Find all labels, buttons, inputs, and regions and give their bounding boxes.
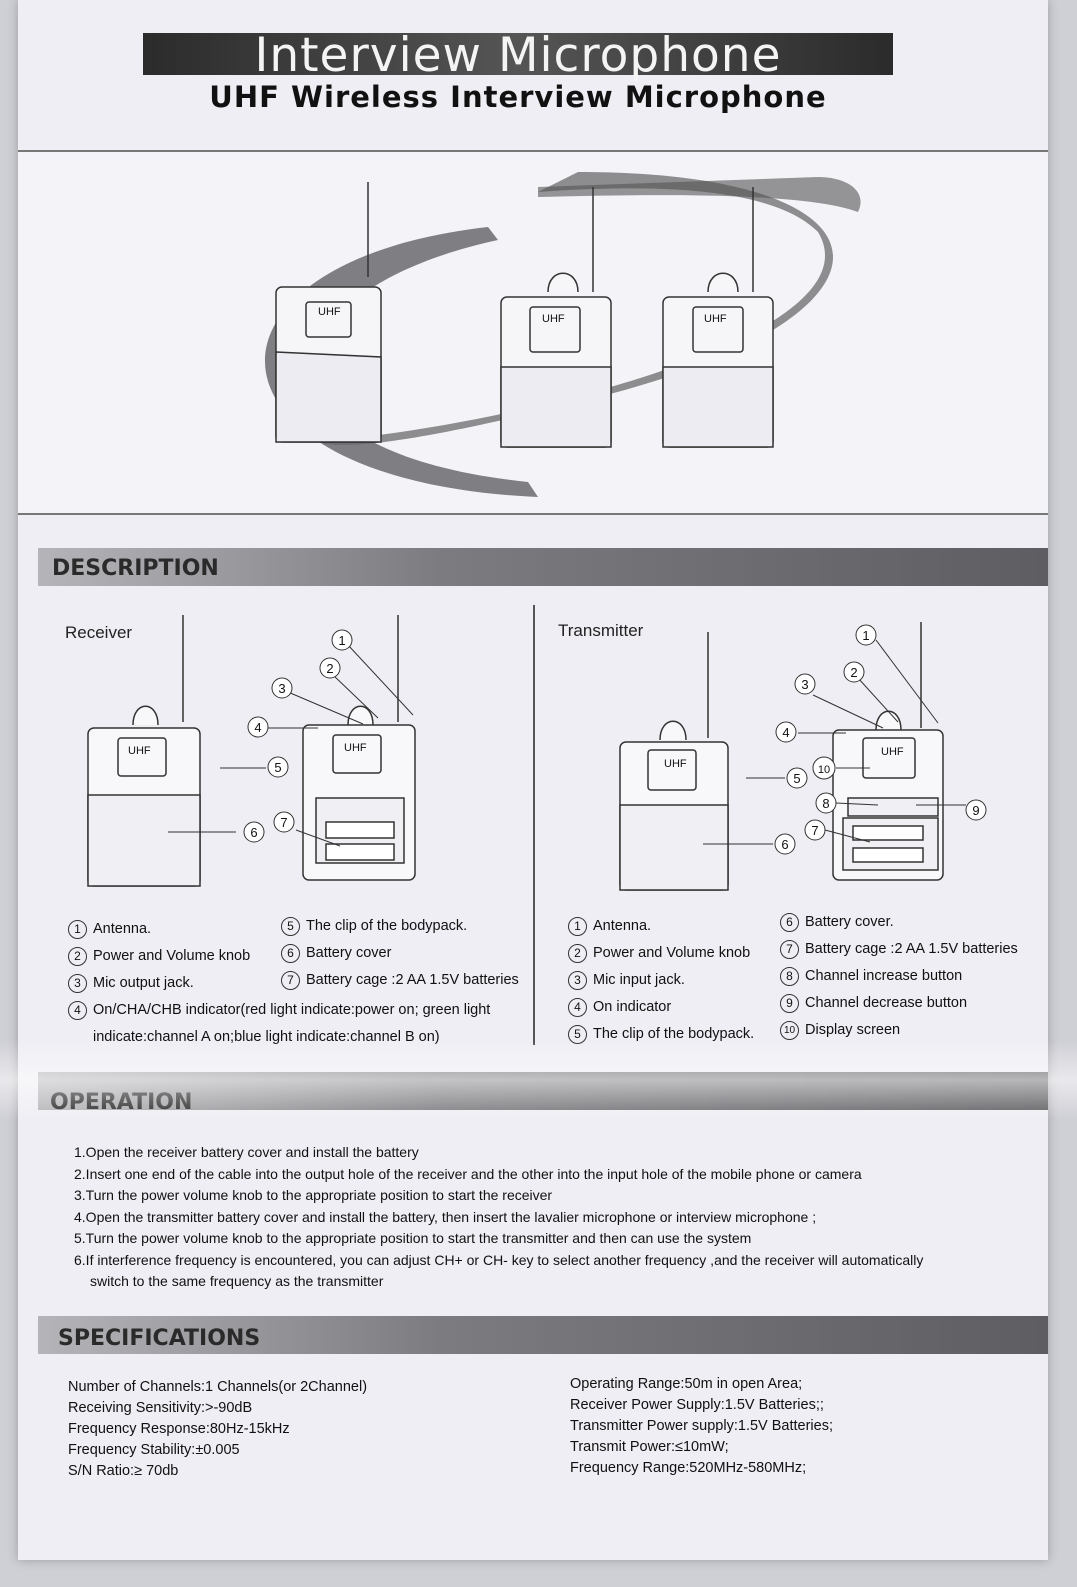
receiver-callout-2: 2 bbox=[326, 661, 333, 676]
operation-step: 3.Turn the power volume knob to the appr… bbox=[74, 1187, 553, 1203]
description-divider bbox=[533, 605, 535, 1045]
hero-device-1-label: UHF bbox=[318, 306, 341, 318]
transmitter-callout-5: 5 bbox=[793, 771, 800, 786]
operation-step: 1.Open the receiver battery cover and in… bbox=[74, 1144, 419, 1160]
transmitter-callout-1: 1 bbox=[862, 628, 869, 643]
transmitter-front-uhf: UHF bbox=[664, 758, 687, 770]
transmitter-callout-6: 6 bbox=[781, 837, 788, 852]
description-section-bar bbox=[38, 548, 1048, 586]
spec-item: Number of Channels:1 Channels(or 2Channe… bbox=[68, 1379, 368, 1395]
operation-heading: OPERATION bbox=[50, 1090, 193, 1115]
operation-step: 5.Turn the power volume knob to the appr… bbox=[74, 1230, 752, 1246]
receiver-callout-7: 7 bbox=[280, 815, 287, 830]
spec-item: Operating Range:50m in open Area; bbox=[570, 1376, 803, 1392]
description-heading: DESCRIPTION bbox=[52, 556, 219, 581]
transmitter-callout-4: 4 bbox=[782, 725, 789, 740]
receiver-callout-4: 4 bbox=[254, 720, 261, 735]
spec-item: Receiver Power Supply:1.5V Batteries;; bbox=[570, 1397, 824, 1413]
spec-item: Transmit Power:≤10mW; bbox=[570, 1439, 729, 1455]
hero-device-2-label: UHF bbox=[542, 313, 565, 325]
specifications-section-bar bbox=[38, 1316, 1048, 1354]
transmitter-label: Transmitter bbox=[558, 621, 644, 640]
receiver-label: Receiver bbox=[65, 623, 133, 642]
spec-item: Frequency Range:520MHz-580MHz; bbox=[570, 1460, 807, 1476]
transmitter-callout-9: 9 bbox=[972, 803, 979, 818]
transmitter-diagram: UHF UHF 1 2 3 4 5 6 7 8 9 10 bbox=[619, 622, 987, 891]
receiver-callout-3: 3 bbox=[278, 681, 285, 696]
receiver-callout-5: 5 bbox=[274, 760, 281, 775]
spec-item: Frequency Stability:±0.005 bbox=[68, 1442, 240, 1458]
operation-steps: 1.Open the receiver battery cover and in… bbox=[74, 1142, 923, 1293]
transmitter-callout-7: 7 bbox=[811, 823, 818, 838]
specifications-heading: SPECIFICATIONS bbox=[58, 1326, 261, 1351]
page-subtitle: UHF Wireless Interview Microphone bbox=[209, 80, 827, 114]
transmitter-callout-2: 2 bbox=[850, 665, 857, 680]
receiver-callout-6: 6 bbox=[250, 825, 257, 840]
spec-item: Receiving Sensitivity:>-90dB bbox=[68, 1400, 253, 1416]
receiver-back-uhf: UHF bbox=[344, 742, 367, 754]
spec-item: S/N Ratio:≥ 70db bbox=[68, 1463, 179, 1479]
hero-devices-graphic: UHF UHF UHF bbox=[264, 172, 861, 497]
hero-device-3-label: UHF bbox=[704, 313, 727, 325]
transmitter-callout-10: 10 bbox=[818, 764, 830, 776]
title-banner bbox=[143, 33, 893, 75]
transmitter-callout-3: 3 bbox=[801, 677, 808, 692]
receiver-front-uhf: UHF bbox=[128, 745, 151, 757]
hero-illustration: UHF UHF UHF bbox=[18, 150, 1048, 515]
spec-item: Transmitter Power supply:1.5V Batteries; bbox=[570, 1418, 833, 1434]
operation-step: 6.If interference frequency is encounter… bbox=[74, 1251, 924, 1268]
receiver-callout-1: 1 bbox=[338, 633, 345, 648]
transmitter-back-uhf: UHF bbox=[881, 746, 904, 758]
operation-step-continued: switch to the same frequency as the tran… bbox=[90, 1273, 384, 1289]
spec-item: Frequency Response:80Hz-15kHz bbox=[68, 1421, 290, 1437]
operation-step: 4.Open the transmitter battery cover and… bbox=[74, 1208, 817, 1225]
specs-left-column: Number of Channels:1 Channels(or 2Channe… bbox=[68, 1377, 367, 1482]
legend-item-continued: indicate:channel A on;blue light indicat… bbox=[93, 1029, 440, 1045]
receiver-diagram: UHF UHF 1 2 3 4 5 6 7 bbox=[87, 615, 416, 887]
page-title: Interview Microphone bbox=[254, 28, 782, 83]
manual-sheet: Interview Microphone UHF Wireless Interv… bbox=[18, 0, 1048, 1560]
transmitter-callout-8: 8 bbox=[822, 796, 829, 811]
operation-step: 2.Insert one end of the cable into the o… bbox=[74, 1165, 862, 1182]
specs-right-column: Operating Range:50m in open Area; Receiv… bbox=[570, 1374, 833, 1479]
